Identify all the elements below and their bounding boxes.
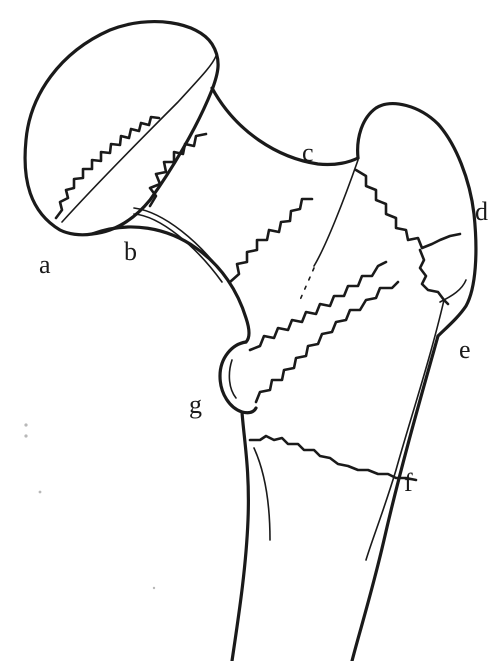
medial-inner-cortex <box>254 448 270 540</box>
label-g: g <box>189 392 202 418</box>
neck-inferior-contour <box>92 227 249 342</box>
label-e: e <box>459 337 471 363</box>
speck <box>39 491 42 494</box>
lesser-trochanter-outline <box>220 342 256 413</box>
speck <box>24 434 27 437</box>
lateral-shaft-cortex <box>352 336 438 661</box>
intertrochanteric-dashes <box>300 268 314 300</box>
femoral-head-outline <box>25 22 218 235</box>
head-inner-rim <box>62 56 216 222</box>
medial-shaft-cortex <box>232 412 248 661</box>
pertrochanteric-fracture-ge <box>256 282 398 402</box>
lesser-trochanter-inner <box>229 360 236 398</box>
label-a: a <box>39 252 51 278</box>
lateral-inner-cortex <box>366 300 444 560</box>
label-f: f <box>404 470 413 496</box>
neck-cortex-line-1 <box>134 214 222 282</box>
greater-trochanter-outline <box>358 104 476 336</box>
neck-superior-contour <box>212 88 358 165</box>
label-c: c <box>302 140 314 166</box>
label-b: b <box>124 239 137 265</box>
speck <box>24 423 27 426</box>
basicervical-fracture-line <box>150 134 206 206</box>
subcapital-fracture-line <box>56 117 159 218</box>
trochanter-vertical-split <box>420 250 448 304</box>
intertrochanteric-line <box>314 160 358 266</box>
transcervical-fracture-line <box>230 199 312 282</box>
intertrochanteric-fracture-gd <box>250 262 386 350</box>
neck-cortex-line-2 <box>134 208 226 278</box>
label-d: d <box>475 199 488 225</box>
speck <box>153 587 155 589</box>
trochanteric-fracture-cd <box>356 170 460 248</box>
subtrochanteric-fracture-gf <box>250 436 416 480</box>
